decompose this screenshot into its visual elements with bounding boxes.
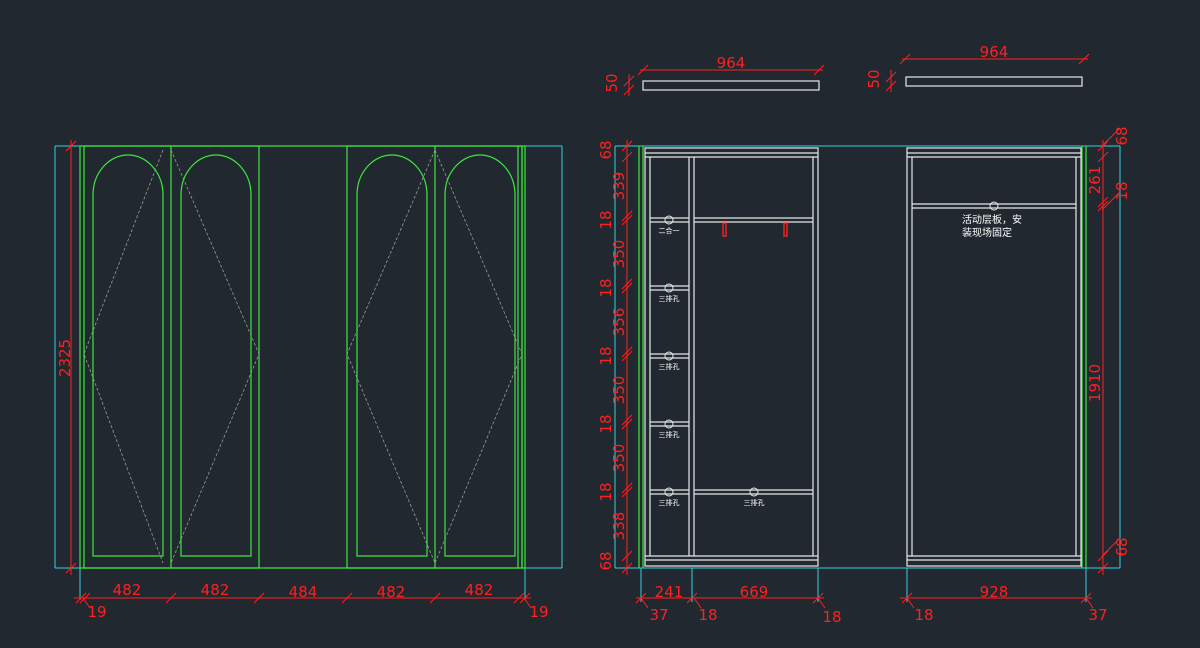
interior-elevation: 68 339 18 350 18 356 18 350 18 350 18 33… [597, 126, 1131, 626]
v-left-2: 339 [610, 172, 628, 201]
h-width-1: 241 [655, 583, 684, 601]
edge-label-left: 19 [87, 603, 106, 621]
h-width-3: 928 [980, 583, 1009, 601]
h-thick-4: 18 [914, 606, 933, 624]
h-width-2: 669 [740, 583, 769, 601]
h-thick-1: 37 [649, 606, 668, 624]
hole-label-3: 三排孔 [659, 362, 680, 371]
v-right-1: 68 [1113, 126, 1131, 145]
v-left-5: 18 [597, 278, 615, 297]
v-left-13: 68 [597, 551, 615, 570]
top-board-2-thickness: 50 [865, 69, 883, 88]
v-left-11: 18 [597, 482, 615, 501]
v-right-3: 18 [1113, 181, 1131, 200]
hole-label-2: 三排孔 [659, 294, 680, 303]
carcass [644, 147, 1082, 567]
width-dimension-chain [74, 592, 532, 609]
v-left-7: 18 [597, 346, 615, 365]
hole-label-5: 三排孔 [659, 498, 680, 507]
v-left-3: 18 [597, 210, 615, 229]
h-thick-5: 37 [1088, 606, 1107, 624]
door-frames [79, 145, 526, 569]
height-dimension [65, 140, 77, 575]
extension-lines [54, 145, 563, 600]
height-dimension-label: 2325 [56, 339, 74, 377]
shelf-note-line-1: 活动层板，安 [962, 213, 1022, 226]
v-right-4: 1910 [1086, 364, 1104, 402]
v-left-9: 18 [597, 414, 615, 433]
v-left-6: 356 [610, 308, 628, 337]
width-label-1: 482 [113, 581, 142, 599]
width-label-2: 482 [201, 581, 230, 599]
h-thick-2: 18 [698, 606, 717, 624]
door-elevation: 2325 482 482 484 482 482 19 19 [54, 140, 563, 621]
width-label-3: 484 [289, 583, 318, 601]
connector-holes [664, 201, 999, 497]
hole-label-6: 三排孔 [744, 498, 765, 507]
h-thick-3: 18 [822, 608, 841, 626]
top-board-2-width: 964 [980, 43, 1009, 61]
top-boards: 964 964 50 50 [603, 43, 1090, 96]
v-right-2: 261 [1086, 166, 1104, 195]
top-board-1-thickness: 50 [603, 73, 621, 92]
v-left-1: 68 [597, 140, 615, 159]
width-label-5: 482 [465, 581, 494, 599]
hole-label-4: 三排孔 [659, 430, 680, 439]
hanging-rail-brackets [722, 222, 788, 237]
top-board-1-width: 964 [717, 54, 746, 72]
width-label-4: 482 [377, 583, 406, 601]
v-right-5: 68 [1113, 537, 1131, 556]
v-left-4: 350 [610, 240, 628, 269]
shelf-note-line-2: 装现场固定 [962, 226, 1012, 239]
right-vertical-chain-labels: 68 261 18 1910 68 [1086, 126, 1131, 556]
v-left-8: 350 [610, 376, 628, 405]
left-vertical-chain-labels: 68 339 18 350 18 356 18 350 18 350 18 33… [597, 140, 628, 570]
v-left-12: 338 [610, 512, 628, 541]
arched-panels [92, 154, 516, 557]
hole-label-1: 二合一 [659, 226, 680, 235]
door-swing-lines [83, 149, 523, 564]
edge-label-right: 19 [529, 603, 548, 621]
v-left-10: 350 [610, 444, 628, 473]
